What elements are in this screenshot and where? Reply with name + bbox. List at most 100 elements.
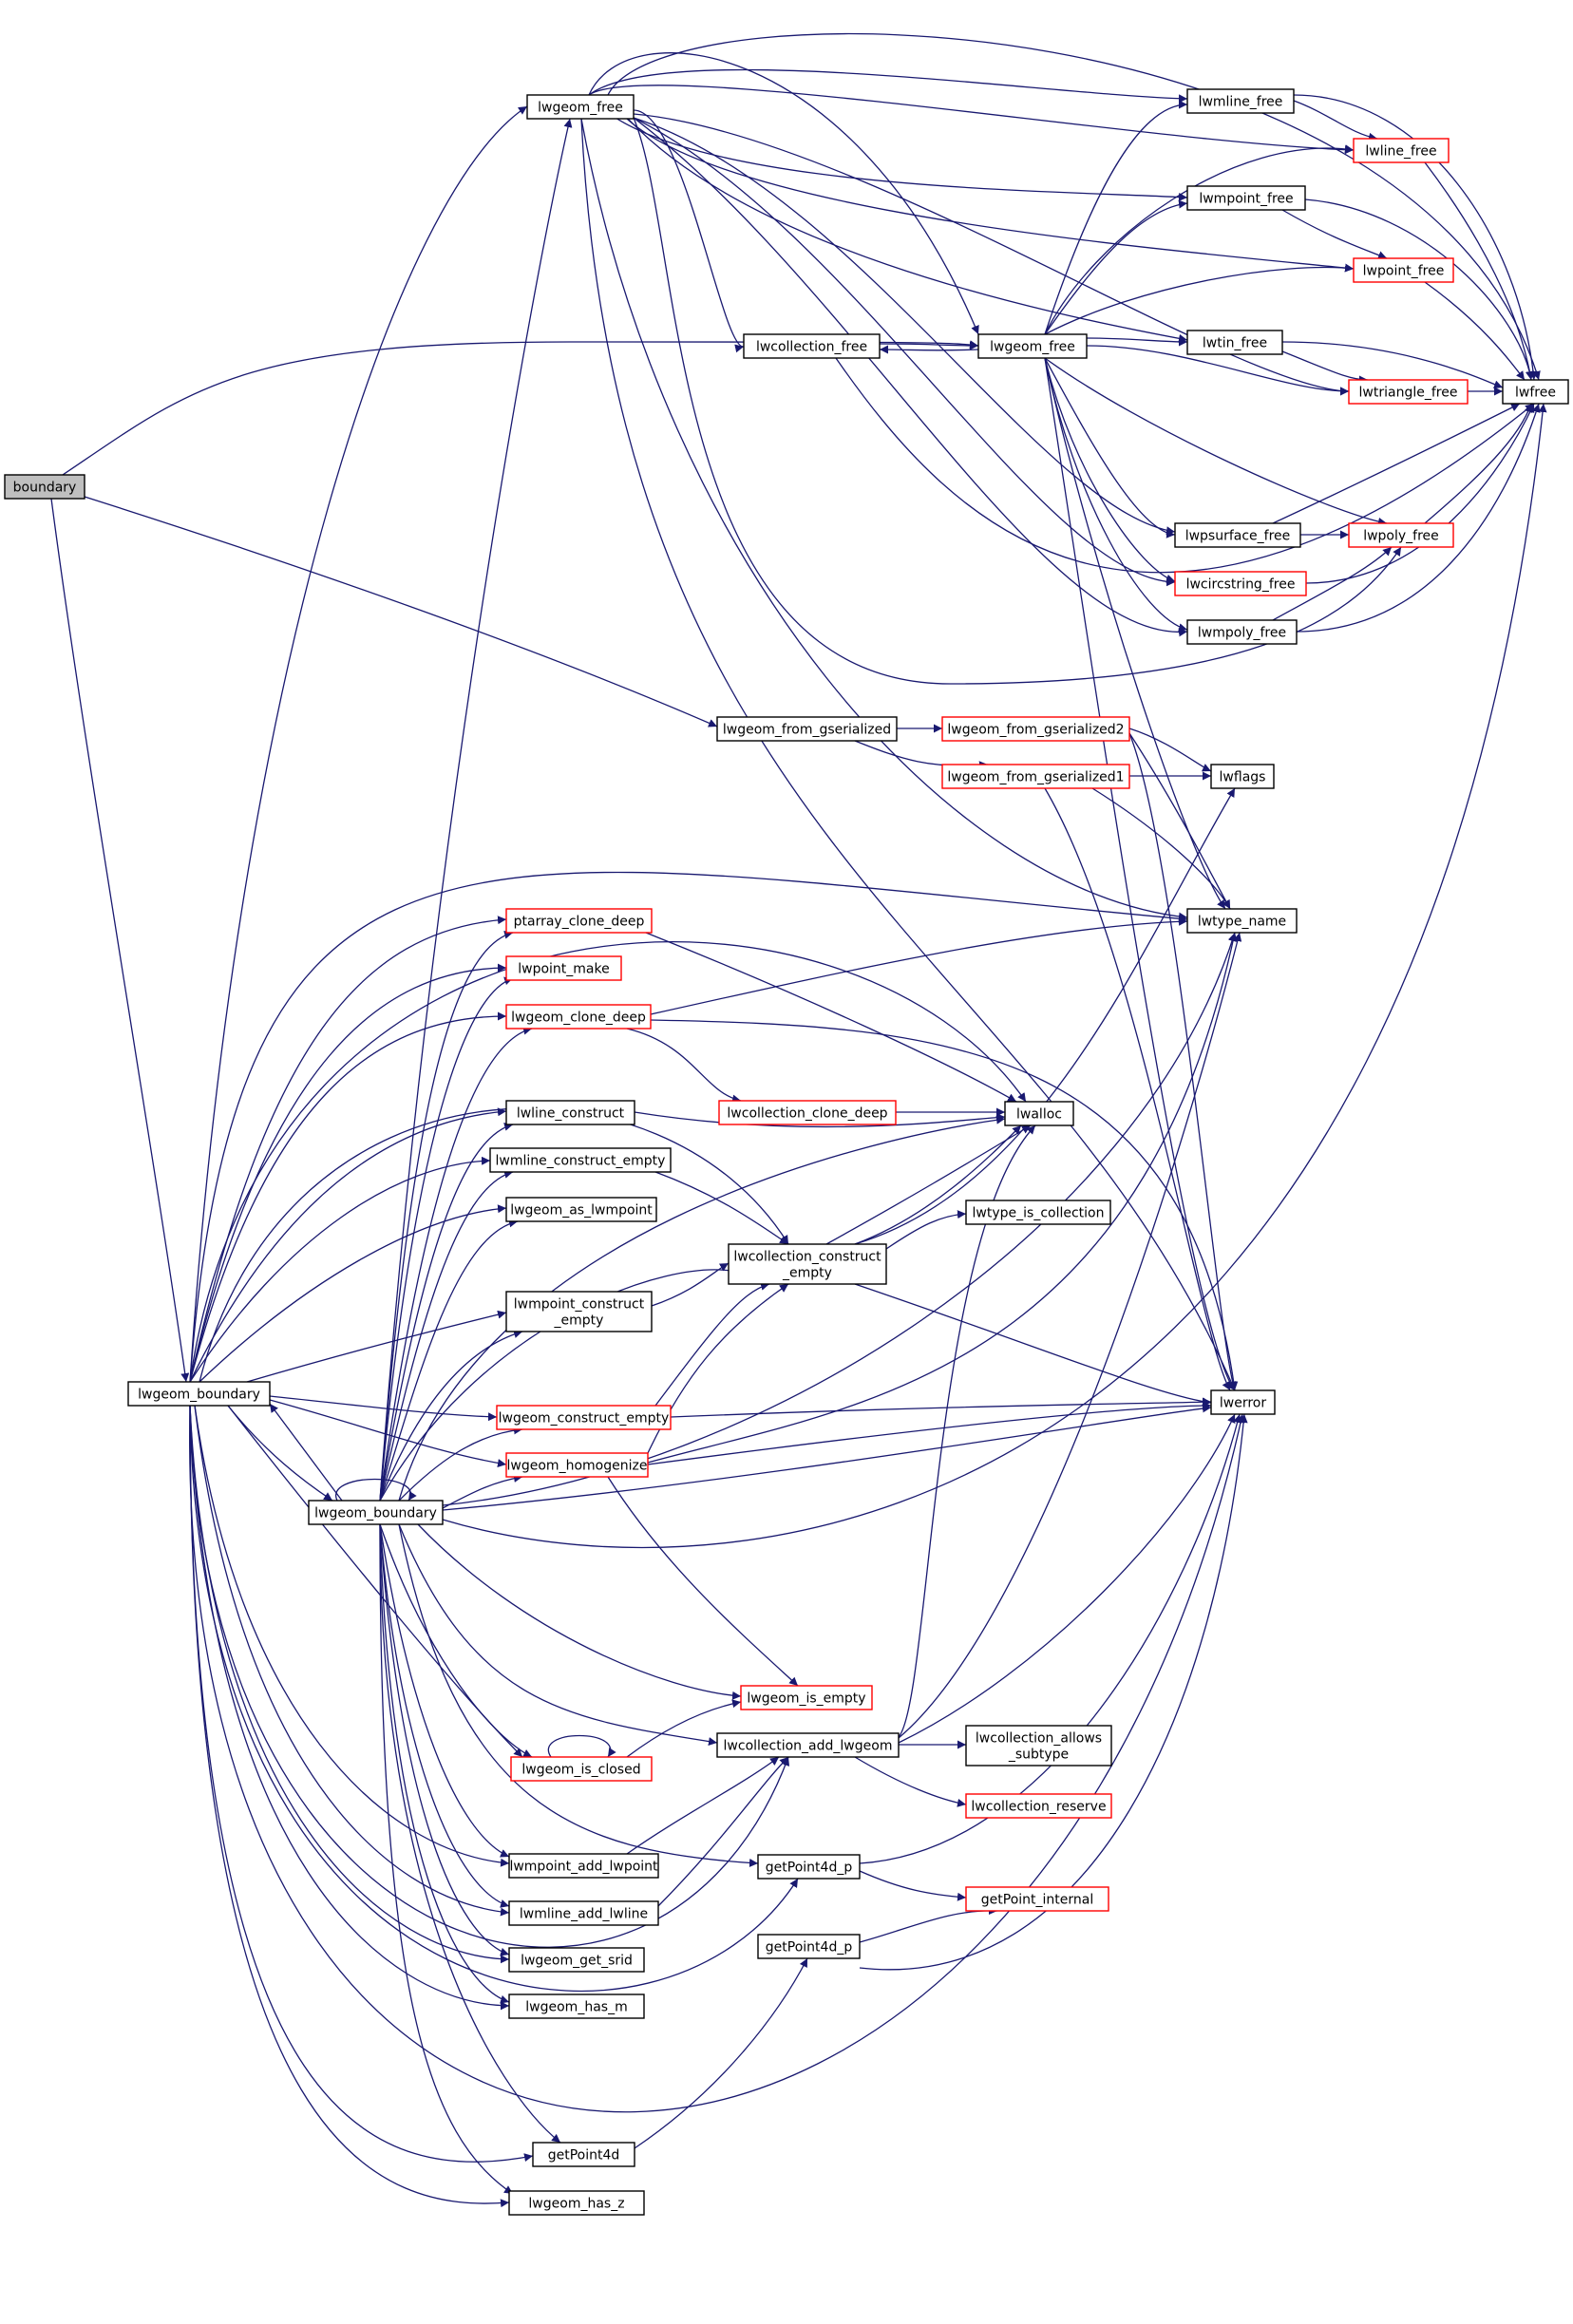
node-label: lwpoint_free <box>1363 264 1445 279</box>
node-getPoint-internal[interactable]: getPoint_internal <box>965 1886 1109 1912</box>
edge-getPoint4d_p_2-to-getPoint_internal <box>859 1906 998 1943</box>
edge-lwgeom_boundary_inner-to-lwmline_construct_empty <box>379 1169 514 1502</box>
node-label: lwfree <box>1515 386 1556 401</box>
node-label: lwmpoly_free <box>1198 626 1286 641</box>
edge-lwgeom_free_1-to-lwpoly_free <box>633 117 1402 685</box>
edge-lwmpoint_free-to-lwfree <box>1304 198 1534 381</box>
edge-lwgeom_construct_empty-to-lwcollection_construct_empty <box>654 1281 770 1407</box>
node-label: lwmline_add_lwline <box>520 1907 648 1922</box>
edge-lwline_free-to-lwfree <box>1424 161 1534 381</box>
node-lwgeom-as-lwmpoint: lwgeom_as_lwmpoint <box>505 1197 657 1222</box>
node-box <box>1210 1389 1276 1415</box>
node-box <box>1004 1101 1074 1126</box>
edge-lwgeom_boundary_inner-to-lwgeom_clone_deep <box>379 1026 533 1502</box>
edge-lwgeom_boundary_inner-to-lwgeom_is_empty <box>417 1523 742 1700</box>
node-label: lwline_construct <box>517 1106 625 1122</box>
node-label: getPoint4d <box>548 2148 620 2163</box>
node-label: _subtype <box>1008 1748 1069 1763</box>
edge-lwgeom_boundary_outer-to-lwgeom_free_1 <box>189 105 528 1383</box>
node-lwgeom-is-empty[interactable]: lwgeom_is_empty <box>740 1685 873 1710</box>
node-box <box>489 1147 672 1173</box>
node-lwmpoint-construct-empty: lwmpoint_construct_empty <box>505 1291 653 1332</box>
edge-lwgeom_free_2-to-lwerror <box>1044 357 1236 1391</box>
edge-lwmline_construct_empty-to-lwcollection_construct_empty <box>654 1171 789 1245</box>
node-lwgeom-construct-empty[interactable]: lwgeom_construct_empty <box>496 1405 672 1430</box>
edge-lwgeom_boundary_inner-to-lwmpoint_construct_empty <box>379 1330 523 1502</box>
node-lwgeom-has-m: lwgeom_has_m <box>508 1993 645 2019</box>
edge-lwgeom_free_2-to-lwtype_name <box>1044 357 1226 910</box>
node-box <box>1186 908 1298 934</box>
edge-lwgeom_free_1-to-lwline_free <box>588 85 1355 155</box>
edge-lwmline_add_lwline-to-lwcollection_add_lwgeom <box>654 1756 789 1910</box>
edge-lwgeom_boundary_inner-to-lwtype_name <box>442 932 1237 1506</box>
node-ptarray-clone-deep[interactable]: ptarray_clone_deep <box>505 908 653 934</box>
node-label: lwcollection_free <box>756 340 867 355</box>
node-lwgeom-free-2: lwgeom_free <box>977 333 1088 359</box>
node-lwcollection-clone-deep[interactable]: lwcollection_clone_deep <box>718 1100 897 1125</box>
node-lwgeom-clone-deep[interactable]: lwgeom_clone_deep <box>505 1004 652 1030</box>
edge-lwgeom_free_1-to-lwpsurface_free <box>633 117 1176 536</box>
node-label: lwpsurface_free <box>1185 529 1291 544</box>
node-box <box>508 1993 645 2019</box>
edge-lwgeom_boundary_outer-to-lwgeom_clone_deep <box>189 1011 507 1383</box>
node-label: getPoint_internal <box>981 1893 1093 1908</box>
nodes-layer: boundarylwgeom_boundarylwgeom_freelwcoll… <box>4 88 1569 2216</box>
node-lwpoint-make[interactable]: lwpoint_make <box>505 955 622 981</box>
edge-lwgeom_free_1-to-lwcircstring_free <box>633 117 1176 587</box>
node-label: lwgeom_as_lwmpoint <box>510 1203 653 1219</box>
node-label: lwgeom_has_z <box>528 2197 624 2212</box>
edge-lwgeom_from_gserialized-to-lwgeom_from_gserialized1 <box>854 740 989 770</box>
edge-lwcollection_construct_empty-to-lwflags <box>854 787 1236 1245</box>
node-lwgeom-homogenize[interactable]: lwgeom_homogenize <box>505 1452 649 1478</box>
edge-lwgeom_free_2-to-lwtriangle_free <box>1086 345 1350 396</box>
node-box <box>532 2142 635 2167</box>
node-label: lwmpoint_add_lwpoint <box>509 1860 658 1875</box>
edge-lwgeom_boundary_outer-to-lwgeom_as_lwmpoint <box>199 1204 507 1383</box>
node-lwtype-name: lwtype_name <box>1186 908 1298 934</box>
edge-lwtin_free-to-lwtriangle_free <box>1281 350 1369 385</box>
node-lwpoly-free[interactable]: lwpoly_free <box>1348 522 1454 548</box>
node-label: lwgeom_from_gserialized1 <box>947 770 1124 785</box>
node-label: ptarray_clone_deep <box>514 915 645 930</box>
edge-lwgeom_free_1-to-lwfree <box>607 32 1541 381</box>
node-box <box>1353 138 1450 163</box>
edge-boundary-to-lwgeom_free_2 <box>62 340 979 476</box>
node-lwline-free[interactable]: lwline_free <box>1353 138 1450 163</box>
edge-lwgeom_boundary_outer-to-getPoint4d_p_1 <box>189 1405 799 1993</box>
node-box <box>965 1886 1109 1912</box>
node-box <box>977 333 1088 359</box>
edge-lwpsurface_free-to-lwfree <box>1272 403 1521 524</box>
node-label: lwcircstring_free <box>1186 577 1296 593</box>
node-label: lwpoly_free <box>1363 529 1439 544</box>
edge-lwgeom_free_1-to-lwmpoint_free <box>588 94 1188 202</box>
edge-lwgeom_boundary_inner-to-getPoint4d <box>379 1523 561 2144</box>
node-box <box>716 716 898 742</box>
edge-lwgeom_clone_deep-to-lwcollection_clone_deep <box>626 1028 742 1104</box>
node-label: lwmline_construct_empty <box>496 1154 666 1169</box>
node-lwalloc: lwalloc <box>1004 1101 1074 1126</box>
node-lwgeom-from-gserialized2[interactable]: lwgeom_from_gserialized2 <box>941 716 1130 742</box>
node-lwcollection-reserve[interactable]: lwcollection_reserve <box>965 1793 1112 1819</box>
node-label: lwmline_free <box>1199 95 1283 110</box>
edge-lwgeom_free_1-to-lwtriangle_free <box>633 113 1350 396</box>
node-label: lwmpoint_construct <box>514 1297 645 1313</box>
edge-lwgeom_boundary_outer-to-lwcollection_construct_empty <box>199 1107 789 1383</box>
node-box <box>1210 764 1275 789</box>
node-box <box>508 1853 659 1879</box>
edge-lwcollection_free-to-lwfree <box>835 357 1535 574</box>
edge-lwgeom_boundary_outer-to-lwcollection_add_lwgeom <box>189 1405 790 1948</box>
node-lwgeom-boundary-outer: lwgeom_boundary <box>127 1381 271 1407</box>
edge-lwgeom_boundary_inner-to-lwfree <box>442 403 1547 1549</box>
node-lwpoint-free[interactable]: lwpoint_free <box>1353 257 1454 283</box>
node-lwgeom-from-gserialized1[interactable]: lwgeom_from_gserialized1 <box>941 764 1130 789</box>
node-lwgeom-is-closed[interactable]: lwgeom_is_closed <box>510 1756 653 1782</box>
edge-lwgeom_boundary_inner-to-lwmline_add_lwline <box>379 1523 510 1908</box>
edge-lwgeom_boundary_outer-to-lwgeom_boundary_inner <box>227 1405 333 1502</box>
edge-lwgeom_boundary_inner-to-lwline_construct <box>379 1122 514 1502</box>
node-lwtriangle-free[interactable]: lwtriangle_free <box>1348 379 1469 405</box>
node-box <box>510 1756 653 1782</box>
node-label: getPoint4d_p <box>766 1861 853 1876</box>
node-lwcircstring-free[interactable]: lwcircstring_free <box>1174 571 1307 596</box>
edge-lwgeom_boundary_outer-to-lwgeom_get_srid <box>189 1405 510 1964</box>
edge-lwgeom_boundary_outer-to-lwline_construct <box>189 1107 507 1383</box>
